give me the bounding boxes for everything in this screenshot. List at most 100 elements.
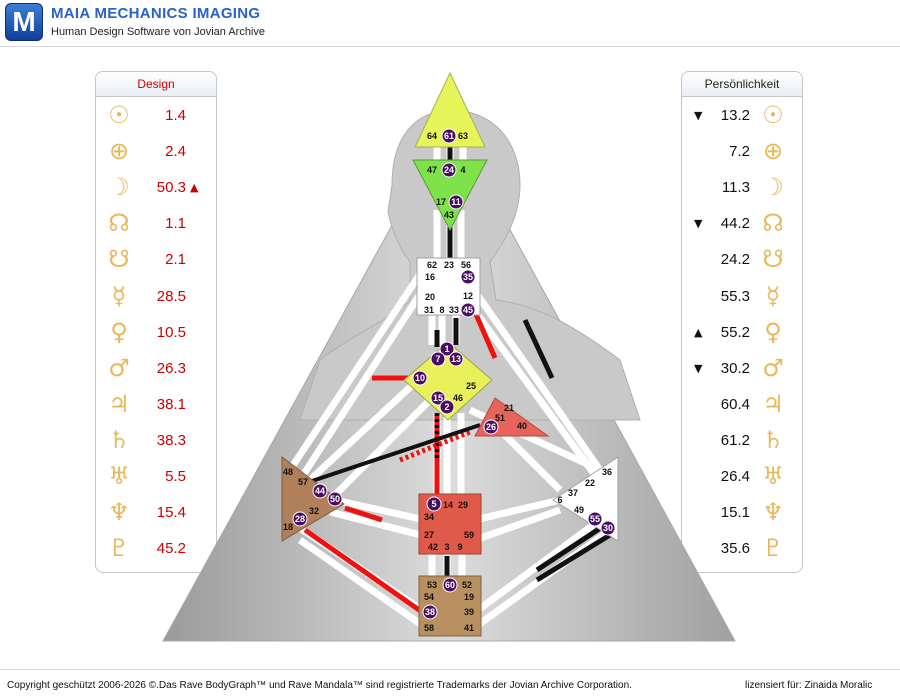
gate-label-26: 26: [486, 422, 496, 432]
design-row: ☿28.5: [96, 279, 216, 315]
gate-line-value: 15.4: [156, 504, 186, 522]
ajna-center: [412, 159, 488, 232]
gate-badge: [422, 604, 438, 620]
design-row: ⊕2.4: [96, 134, 216, 170]
gate-label-20: 20: [425, 292, 435, 302]
gate-badge: [587, 511, 603, 527]
gate-badge: [439, 341, 455, 357]
gate-label-2: 2: [444, 402, 449, 412]
gate-label-28: 28: [295, 514, 305, 524]
gate-label-3: 3: [444, 542, 449, 552]
gate-label-59: 59: [464, 530, 474, 540]
personality-row: ♆ 15.1: [682, 495, 802, 531]
neptune-icon: ♆: [762, 498, 784, 527]
gate-line-value: 44.2: [720, 215, 750, 233]
personality-row: ♄61.2: [682, 423, 802, 459]
gate-label-12: 12: [463, 291, 473, 301]
gate-line-value: 55.2: [720, 323, 750, 341]
copyright-text: Copyright geschützt 2006-2026 ©.Das Rave…: [7, 680, 632, 691]
gate-line-value: 26.3: [156, 359, 186, 377]
sun-icon: ☉: [762, 101, 784, 129]
gate-label-40: 40: [517, 421, 527, 431]
gate-label-53: 53: [427, 580, 437, 590]
design-row: ♇ 45.2: [96, 531, 216, 567]
design-panel-title: Design: [96, 72, 216, 97]
g-center: [403, 341, 493, 421]
gate-label-5: 5: [431, 499, 436, 509]
gate-label-63: 63: [458, 131, 468, 141]
sun-icon: ☉: [108, 101, 130, 129]
personality-row: ☊44.2▼: [682, 206, 802, 242]
gate-line-value: 10.5: [156, 323, 186, 341]
throat-center: [416, 257, 481, 316]
gate-line-value: 55.3: [720, 287, 750, 305]
moon-icon: ☽: [108, 173, 130, 202]
design-row: ☊1.1: [96, 206, 216, 242]
pluto-icon: ♇: [108, 534, 130, 563]
gate-label-19: 19: [464, 592, 474, 602]
gate-badge: [292, 511, 308, 527]
design-row: ♄38.3: [96, 423, 216, 459]
gate-badge: [483, 419, 499, 435]
neptune-icon: ♆: [108, 498, 130, 527]
gate-label-16: 16: [425, 272, 435, 282]
gate-label-17: 17: [436, 197, 446, 207]
app-logo: M: [5, 3, 43, 41]
head-silhouette: [299, 109, 641, 421]
venus-icon: ♀: [110, 317, 128, 346]
gate-label-8: 8: [439, 305, 444, 315]
personality-row: ☽ 11.3: [682, 170, 802, 206]
gate-label-9: 9: [457, 542, 462, 552]
gate-label-13: 13: [451, 354, 461, 364]
fixing-mark: ▼: [694, 109, 703, 122]
gate-label-51: 51: [495, 413, 505, 423]
fixing-mark: ▲: [694, 325, 703, 339]
fixing-mark: ▲: [190, 181, 199, 195]
design-panel: Design ☉1.4⊕2.4☽50.3▲☊1.1☋2.1☿28.5♀10.5♂…: [95, 71, 217, 573]
gate-line-value: 11.3: [721, 179, 750, 197]
gate-label-60: 60: [445, 580, 455, 590]
saturn-icon: ♄: [762, 425, 784, 454]
gate-label-48: 48: [283, 467, 293, 477]
gate-label-10: 10: [415, 373, 425, 383]
gate-line-value: 24.2: [720, 251, 750, 269]
gate-label-21: 21: [504, 403, 514, 413]
gate-label-23: 23: [444, 260, 454, 270]
gate-line-value: 60.4: [720, 395, 750, 413]
gate-label-35: 35: [463, 272, 473, 282]
gate-label-25: 25: [466, 381, 476, 391]
gate-line-value: 15.1: [720, 504, 750, 522]
gate-label-39: 39: [464, 607, 474, 617]
personality-row: ⊕7.2: [682, 134, 802, 170]
moon-icon: ☽: [762, 173, 784, 202]
uranus-icon: ♅: [108, 462, 130, 490]
gate-label-1: 1: [444, 344, 449, 354]
gate-label-57: 57: [298, 477, 308, 487]
gate-badge: [448, 351, 464, 367]
gate-label-11: 11: [451, 197, 461, 207]
gate-label-43: 43: [444, 210, 454, 220]
personality-row: ♃60.4: [682, 387, 802, 423]
app-title: MAIA MECHANICS IMAGING: [51, 5, 261, 22]
gate-label-4: 4: [460, 165, 465, 175]
gate-label-56: 56: [461, 260, 471, 270]
gate-line-value: 26.4: [720, 468, 750, 485]
gate-label-50: 50: [330, 494, 340, 504]
gate-line-value: 1.4: [165, 107, 186, 124]
personality-row: ♅26.4: [682, 459, 802, 495]
gate-line-value: 45.2: [156, 540, 186, 558]
gate-label-24: 24: [444, 165, 454, 175]
gate-badge: [430, 351, 446, 367]
gate-label-52: 52: [462, 580, 472, 590]
personality-panel-title: Persönlichkeit: [682, 72, 802, 97]
gate-badge: [442, 577, 458, 593]
gate-label-58: 58: [424, 623, 434, 633]
gate-label-62: 62: [427, 260, 437, 270]
saturn-icon: ♄: [108, 425, 130, 454]
gate-badge: [600, 520, 616, 536]
gate-badge: [441, 128, 457, 144]
gate-label-37: 37: [568, 488, 578, 498]
jupiter-icon: ♃: [108, 389, 130, 418]
app-subtitle: Human Design Software von Jovian Archive: [51, 26, 265, 38]
gate-label-33: 33: [449, 305, 459, 315]
